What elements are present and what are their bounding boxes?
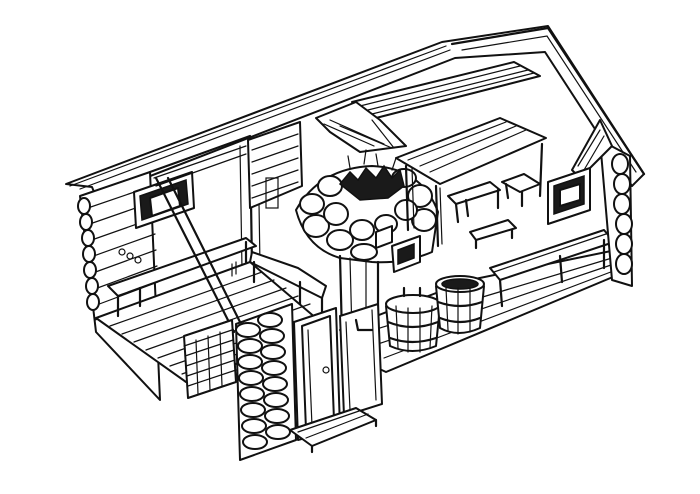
left-wall-log-ends <box>77 197 100 311</box>
front-log-ends <box>235 312 291 450</box>
door-step <box>289 407 378 454</box>
small-barrel <box>435 275 485 335</box>
stone-stove <box>295 149 439 342</box>
front-right-bench <box>489 229 615 308</box>
door-frame <box>339 303 383 417</box>
loft-platform <box>315 61 541 153</box>
front-log-corner <box>235 303 297 461</box>
right-window <box>547 167 591 225</box>
firewood-stack <box>183 319 237 399</box>
large-tub <box>385 286 441 353</box>
back-wall <box>148 121 303 271</box>
open-door <box>293 307 341 441</box>
wall-hooks <box>118 248 142 264</box>
stove-rocks-top <box>338 149 405 201</box>
left-window <box>133 171 195 229</box>
right-log-wall <box>571 119 633 287</box>
footstool <box>469 219 517 250</box>
back-bench <box>447 181 501 224</box>
dining-table <box>395 117 547 248</box>
steam-room-bench <box>107 237 327 320</box>
right-wall-log-ends <box>611 153 633 275</box>
stove-firebox-door <box>375 225 421 273</box>
stool-right <box>501 173 541 208</box>
roof-brace <box>154 176 246 334</box>
